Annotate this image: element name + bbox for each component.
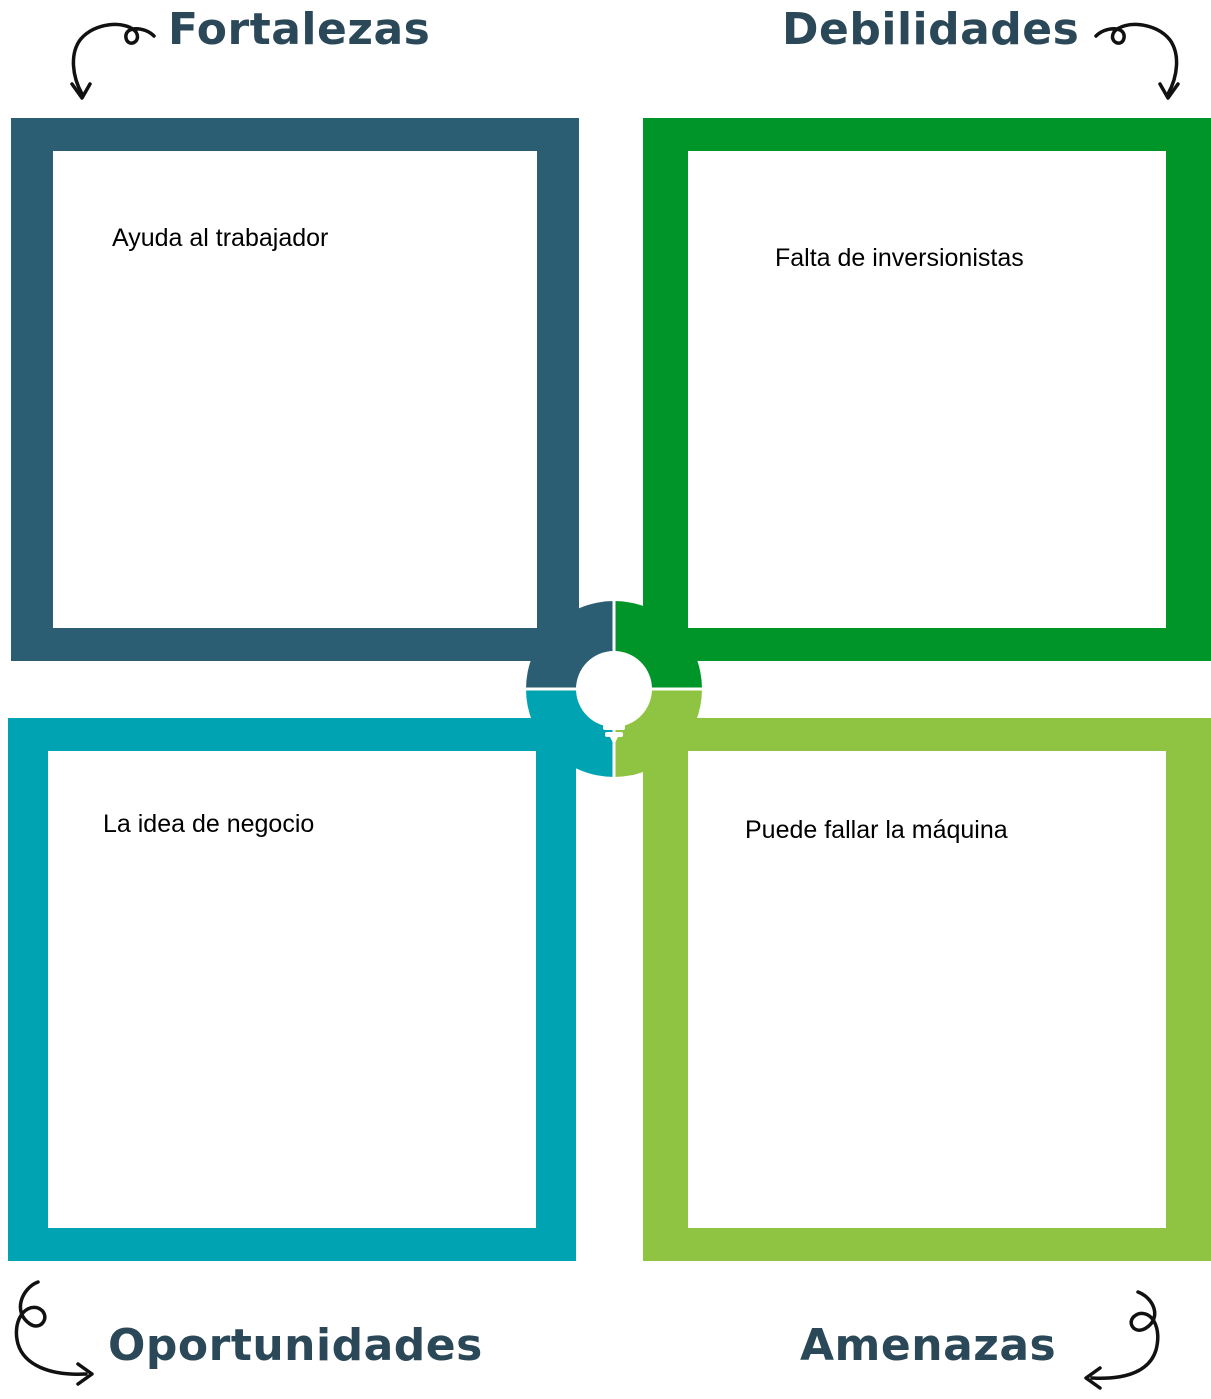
debilidades-text: Falta de inversionistas: [775, 244, 1024, 272]
lightbulb-icon: [589, 659, 639, 745]
quadrant-amenazas: [643, 718, 1211, 1261]
heading-debilidades: Debilidades: [782, 4, 1080, 55]
heading-oportunidades: Oportunidades: [108, 1320, 483, 1371]
curly-arrow-icon-debilidades: [1094, 22, 1180, 100]
fortalezas-text: Ayuda al trabajador: [112, 224, 329, 252]
center-hub: [526, 601, 702, 777]
quadrant-fortalezas: [11, 118, 579, 661]
quadrant-debilidades: [643, 118, 1211, 661]
curly-arrow-icon-oportunidades: [14, 1280, 94, 1386]
oportunidades-text: La idea de negocio: [103, 810, 315, 838]
curly-arrow-icon-fortalezas: [70, 22, 156, 100]
amenazas-text: Puede fallar la máquina: [745, 816, 1008, 844]
heading-fortalezas: Fortalezas: [168, 4, 431, 55]
curly-arrow-icon-amenazas: [1084, 1290, 1160, 1390]
heading-amenazas: Amenazas: [800, 1320, 1057, 1371]
quadrant-oportunidades: [8, 718, 576, 1261]
